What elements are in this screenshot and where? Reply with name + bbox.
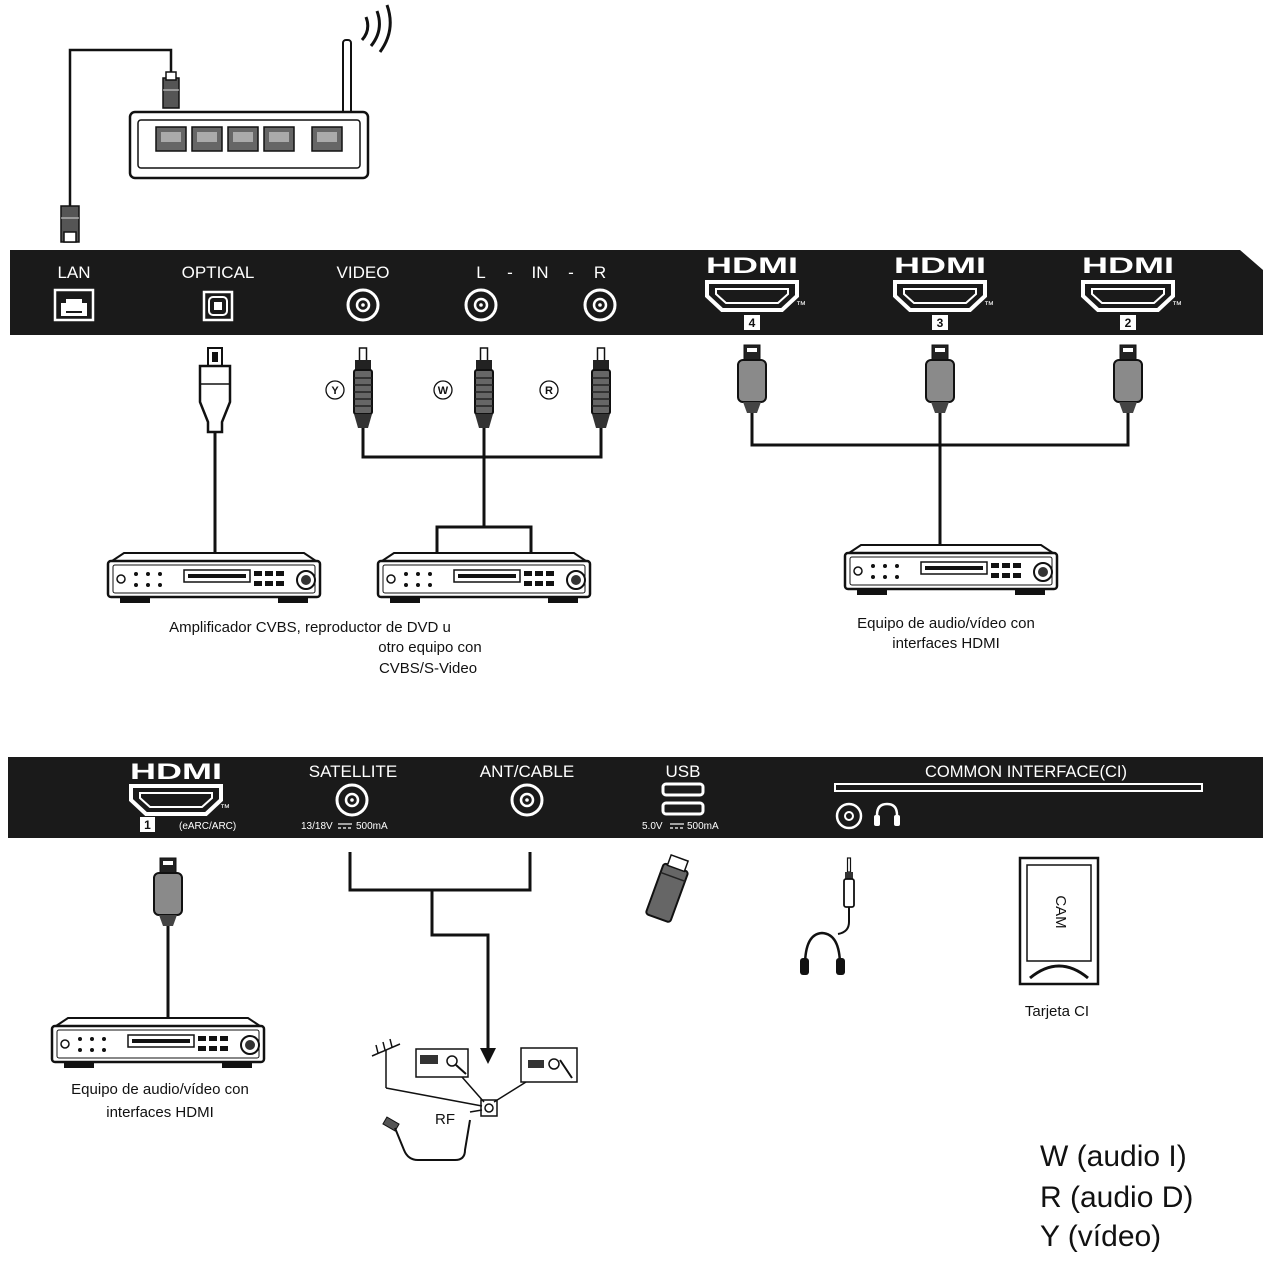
video-label: VIDEO [337, 263, 390, 282]
label-circle-r [539, 380, 559, 400]
optical-cable [198, 347, 232, 553]
hdmi-3-number: 3 [937, 316, 944, 330]
hdmi-1-tm: ™ [220, 803, 230, 814]
rf-label: RF [435, 1111, 455, 1128]
antenna-icon [371, 1038, 401, 1088]
hdmi-bottom-caption-line-1: Equipo de audio/vídeo con [71, 1081, 249, 1098]
label-circle-y [325, 380, 345, 400]
satellite-voltage: 13/18V [301, 821, 333, 832]
legend-y: Y (vídeo) [1040, 1220, 1161, 1253]
cvbs-caption-line-1: Amplificador CVBS, reproductor de DVD u [169, 619, 451, 636]
hdmi-top-caption-line-1: Equipo de audio/vídeo con [857, 615, 1035, 632]
rca-plug-audio-l [474, 347, 494, 429]
hdmi-3-port-icon [893, 280, 987, 312]
audio-in-label: IN [532, 263, 549, 282]
hdmi-top-caption-line-2: interfaces HDMI [892, 635, 1000, 652]
dc-symbol-icon [670, 823, 684, 829]
lan-cable [60, 48, 180, 243]
antenna-cables [348, 852, 532, 1064]
hdmi-1-number: 1 [144, 818, 151, 832]
hdmi-1-earc-label: (eARC/ARC) [179, 821, 236, 832]
ethernet-plug-router [162, 77, 180, 109]
legend-r: R (audio D) [1040, 1181, 1193, 1214]
hdmi-2-number-box [1120, 315, 1136, 330]
audio-l-label: L [476, 263, 485, 282]
hdmi-1-number-box [140, 817, 155, 832]
cable-label-y: Y [331, 385, 339, 397]
hdmi-1-logo: HDMI [130, 759, 222, 784]
hdmi-bottom-caption-line-2: interfaces HDMI [106, 1104, 214, 1121]
rca-plug-audio-r [591, 347, 611, 429]
router-ports [155, 126, 343, 152]
wifi-icon [360, 4, 392, 53]
hdmi-4-port-icon [705, 280, 799, 312]
cvbs-caption-line-2: otro equipo con [378, 639, 481, 656]
hdmi-plug-4 [737, 344, 767, 414]
hdmi-3-logo: HDMI [894, 253, 986, 278]
hdmi-2-number: 2 [1125, 316, 1132, 330]
lan-port-icon [53, 288, 95, 322]
optical-port-icon [202, 290, 234, 322]
ci-card-caption: Tarjeta CI [1025, 1003, 1089, 1020]
cvbs-caption-line-3: CVBS/S-Video [379, 660, 477, 677]
lan-label: LAN [57, 263, 90, 282]
optical-label: OPTICAL [182, 263, 255, 282]
hdmi-plug-2 [1113, 344, 1143, 414]
hdmi-plug-3 [925, 344, 955, 414]
label-circle-w [433, 380, 453, 400]
satellite-current: 500mA [356, 821, 388, 832]
hdmi-2-tm: ™ [1172, 300, 1182, 311]
hdmi-cables-top [737, 344, 1143, 545]
router [128, 4, 392, 180]
wall-outlet-icon [480, 1099, 498, 1117]
hdmi-4-tm: ™ [796, 300, 806, 311]
cable-box-right [520, 1047, 578, 1083]
hdmi-4-number: 4 [749, 316, 756, 330]
audio-out-port-icon [835, 802, 863, 830]
legend-w: W (audio I) [1040, 1140, 1187, 1173]
hdmi-1-port-icon [129, 784, 223, 816]
satellite-label: SATELLITE [309, 762, 398, 781]
tv-rear-panel-bottom: HDMI ™ 1 (eARC/ARC) SATELLITE 13/18V 500… [8, 757, 1263, 838]
audio-dash-left: - [507, 263, 513, 282]
hdmi-4-logo: HDMI [706, 253, 798, 278]
dc-symbol-icon [338, 823, 352, 829]
hdmi-3-number-box [932, 315, 948, 330]
cable-box-left [415, 1048, 469, 1078]
usb-current: 500mA [687, 821, 719, 832]
ci-card: CAM [1018, 856, 1100, 986]
dvd-player-device [376, 551, 592, 605]
rca-plug-video [353, 347, 373, 429]
amplifier-device [106, 551, 322, 605]
rf-illustration: RF [371, 1038, 578, 1161]
cam-label: CAM [1052, 895, 1069, 928]
hdmi-cable-bottom [153, 857, 183, 1018]
common-interface-label: COMMON INTERFACE(CI) [925, 762, 1127, 781]
cable-label-r: R [545, 385, 553, 397]
cable-label-w: W [438, 385, 449, 397]
headphone-icon [874, 802, 900, 826]
hdmi-av-device-top [843, 543, 1059, 597]
arrow-down-icon [480, 1048, 496, 1064]
usb-stick-icon [645, 854, 690, 923]
hdmi-plug-1 [153, 857, 183, 927]
coax-cable-loop [382, 1116, 471, 1161]
ant-cable-label: ANT/CABLE [480, 762, 574, 781]
ci-slot [834, 783, 1203, 792]
headphones-icon [800, 857, 855, 975]
usb-port-1-icon [661, 782, 705, 797]
hdmi-av-device-bottom [50, 1016, 266, 1070]
audio-r-label: R [594, 263, 606, 282]
usb-label: USB [666, 762, 701, 781]
tv-rear-panel-top: LAN OPTICAL VIDEO L - IN - R HDMI ™ 4 HD… [10, 250, 1263, 335]
hdmi-3-tm: ™ [984, 300, 994, 311]
usb-port-2-icon [661, 801, 705, 816]
audio-dash-right: - [568, 263, 574, 282]
hdmi-2-logo: HDMI [1082, 253, 1174, 278]
rca-cables: Y W R [325, 347, 611, 553]
hdmi-4-number-box [744, 315, 760, 330]
hdmi-2-port-icon [1081, 280, 1175, 312]
usb-voltage: 5.0V [642, 821, 663, 832]
